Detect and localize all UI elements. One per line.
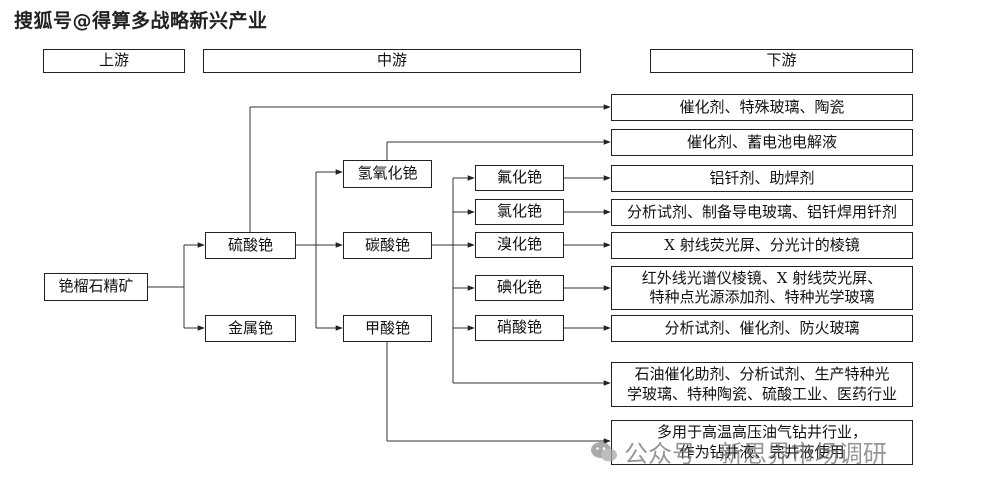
use-iodide-line2: 特种点光源添加剂、特种光学玻璃 [649,288,875,306]
use-nitrate: 分析试剂、催化剂、防火玻璃 [611,315,913,342]
node-cesium-bromide: 溴化铯 [475,232,564,258]
use-chloride: 分析试剂、制备导电玻璃、铝钎焊用钎剂 [611,199,913,226]
node-cesium-metal: 金属铯 [205,315,296,342]
use-carbonate: 石油催化助剂、分析试剂、生产特种光 学玻璃、特种陶瓷、硫酸工业、医药行业 [611,362,913,407]
use-iodide: 红外线光谱仪棱镜、X 射线荧光屏、 特种点光源添加剂、特种光学玻璃 [611,266,913,310]
use-carbonate-line2: 学玻璃、特种陶瓷、硫酸工业、医药行业 [626,384,897,403]
node-cesium-chloride: 氯化铯 [475,199,564,225]
node-cesium-hydroxide: 氢氧化铯 [343,160,432,188]
stage-midstream: 中游 [203,49,581,73]
use-carbonate-line1: 石油催化助剂、分析试剂、生产特种光 [634,365,890,383]
node-cesium-fluoride: 氟化铯 [475,165,564,191]
use-formate: 多用于高温高压油气钻井行业， 作为钻井液、完井液使用 [611,420,913,465]
use-iodide-line1: 红外线光谱仪棱镜、X 射线荧光屏、 [641,268,883,287]
use-formate-line1: 多用于高温高压油气钻井行业， [656,423,867,441]
node-cesium-nitrate: 硝酸铯 [475,315,564,341]
wechat-icon [591,441,617,461]
watermark-text: 公众号 · 新思界市场调研 [624,440,887,468]
node-cesium-sulfate: 硫酸铯 [205,232,296,259]
use-hydroxide: 催化剂、蓄电池电解液 [611,129,913,156]
node-cesium-carbonate: 碳酸铯 [343,232,432,259]
use-hydroxide-sulfate: 催化剂、特殊玻璃、陶瓷 [611,94,913,121]
stage-downstream: 下游 [650,49,913,73]
use-formate-line2: 作为钻井液、完井液使用 [679,442,845,461]
wechat-watermark: 公众号 · 新思界市场调研 [590,434,887,469]
stage-upstream: 上游 [43,49,185,73]
source-watermark-header: 搜狐号@得算多战略新兴产业 [14,10,268,32]
use-fluoride: 铝钎剂、助焊剂 [611,165,913,192]
node-cesium-iodide: 碘化铯 [475,275,564,301]
use-bromide: X 射线荧光屏、分光计的棱镜 [611,232,913,259]
node-cesium-formate: 甲酸铯 [343,315,432,342]
node-pollucite-concentrate: 铯榴石精矿 [44,273,148,301]
